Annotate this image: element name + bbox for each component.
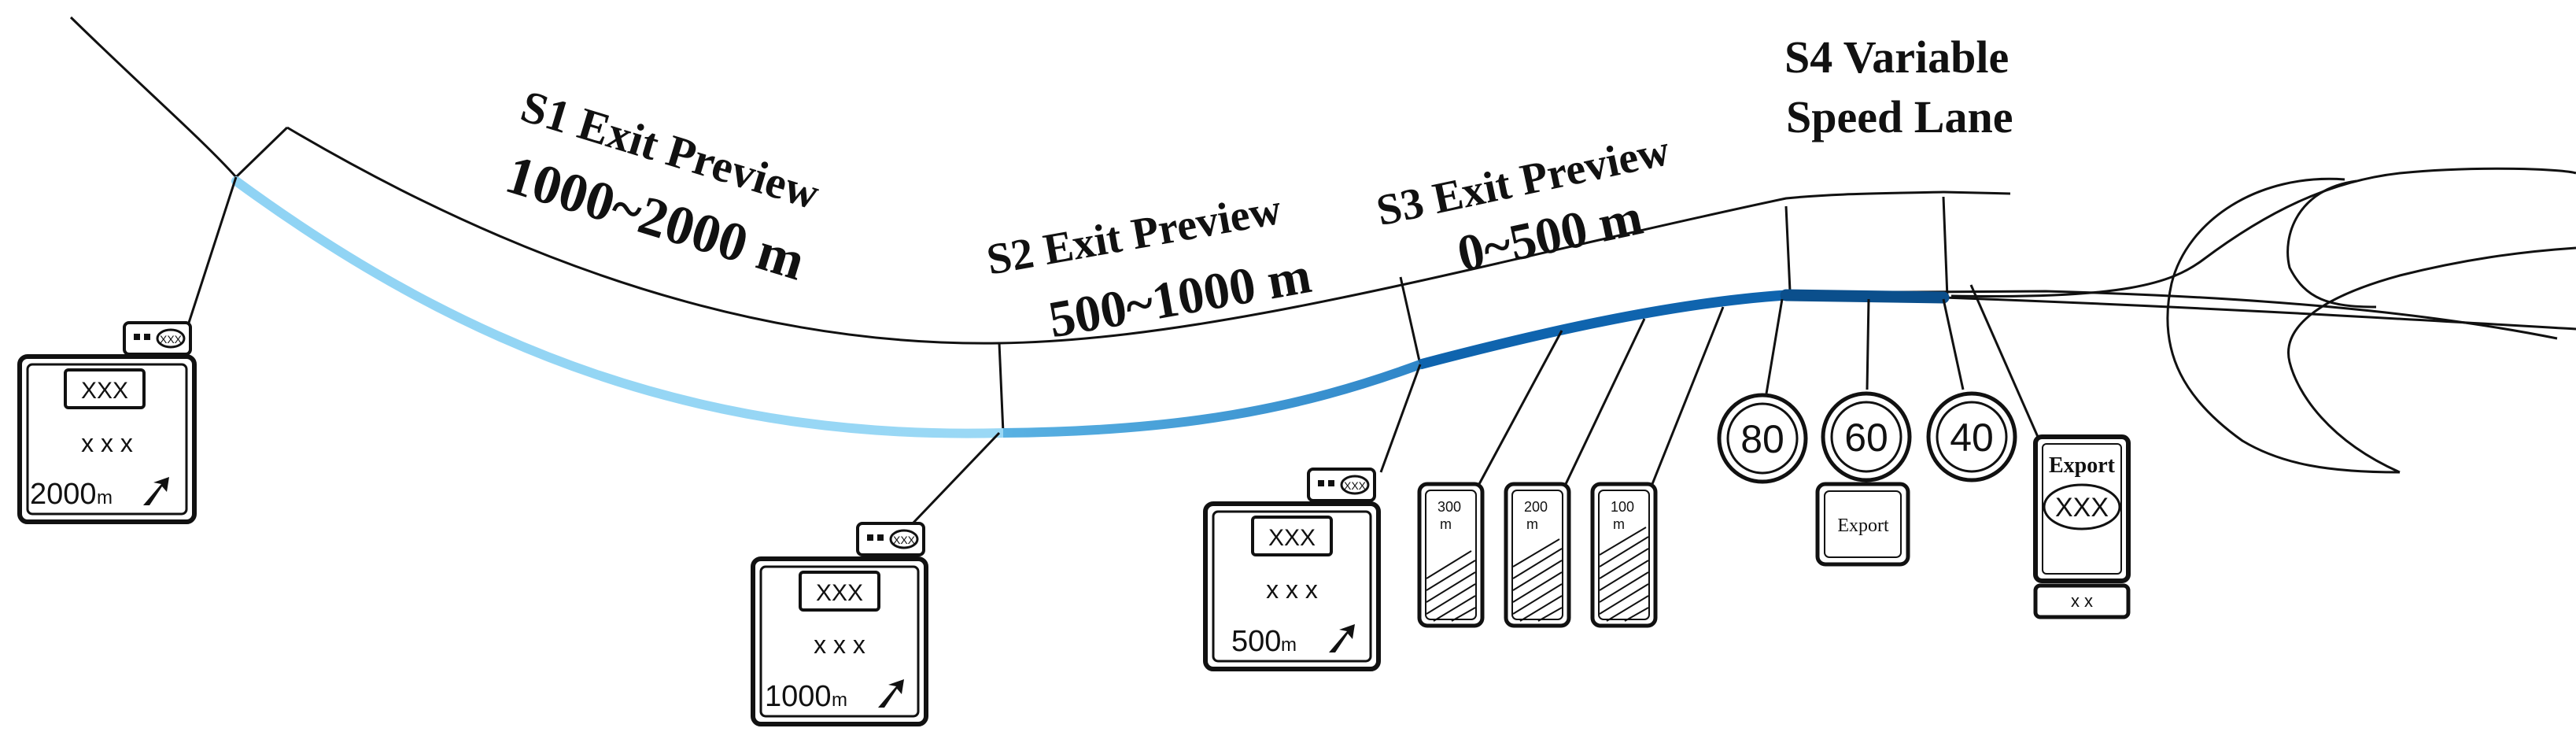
sign-3-destination: XXX (1268, 525, 1316, 551)
exit-sign-name: XXX (2055, 493, 2109, 523)
s4-name-line2: Speed Lane (1786, 91, 2013, 142)
guide-sign-500m: XXX XXX x x x 500 m (1203, 468, 1381, 671)
small-panel-1: XXX (123, 321, 192, 356)
countdown-300-unit: m (1440, 516, 1452, 532)
sign-2-unit: m (832, 689, 847, 711)
countdown-board-200m: 200 m (1504, 482, 1571, 628)
sign-3-distance: 500 (1231, 625, 1281, 658)
sign-1-arrow-icon (143, 477, 169, 505)
speed-limit-80-value: 80 (1740, 417, 1784, 461)
speed-limit-60-value: 60 (1844, 416, 1888, 460)
sign-1-marks: x x x (81, 429, 133, 457)
sign-1-distance: 2000 (30, 478, 97, 511)
guide-sign-1000m: XXX XXX x x x 1000 m (751, 522, 928, 726)
small-panel-1-text: XXX (160, 333, 183, 346)
speed-limit-40-value: 40 (1950, 416, 1994, 460)
small-panel-3-text: XXX (1344, 479, 1367, 492)
sign-1-destination: XXX (81, 378, 128, 404)
countdown-100-stripes (1599, 527, 1649, 622)
exit-sign-bottom: x x (2071, 591, 2093, 611)
sign-2-distance: 1000 (765, 680, 832, 713)
countdown-200-label: 200 (1524, 499, 1548, 515)
small-panel-3: XXX (1307, 468, 1376, 502)
countdown-300-stripes (1426, 550, 1476, 622)
countdown-100-label: 100 (1611, 499, 1634, 515)
countdown-300-label: 300 (1437, 499, 1461, 515)
leader-lines (187, 176, 2039, 525)
speed-limit-80: 80 (1717, 393, 1808, 484)
speed-limit-60: 60 (1821, 391, 1912, 482)
speed-limit-40: 40 (1926, 391, 2017, 482)
countdown-200-stripes (1512, 538, 1563, 622)
sign-3-unit: m (1281, 634, 1297, 656)
guide-sign-2000m: XXX XXX x x x 2000 m (17, 321, 197, 524)
sign-2-destination: XXX (816, 580, 863, 606)
small-panel-2-text: XXX (893, 534, 916, 546)
sign-3-marks: x x x (1266, 575, 1318, 604)
countdown-board-100m: 100 m (1590, 482, 1658, 628)
interchange-loop (1950, 167, 2576, 474)
deceleration-lane (231, 176, 1950, 438)
exit-sign: Export XXX x x (2033, 434, 2131, 619)
small-panel-2: XXX (856, 522, 925, 556)
countdown-board-300m: 300 m (1417, 482, 1485, 628)
section-labels: S1 Exit Preview 1000~2000 m S2 Exit Prev… (499, 31, 2013, 349)
export-plate: Export (1815, 482, 1910, 567)
countdown-200-unit: m (1526, 516, 1538, 532)
sign-3-arrow-icon (1329, 624, 1355, 652)
sign-1-unit: m (97, 487, 113, 508)
s4-name-line1: S4 Variable (1784, 31, 2009, 83)
export-plate-text: Export (1837, 516, 1889, 536)
section-dividers (234, 126, 1949, 434)
sign-2-arrow-icon (878, 679, 904, 708)
countdown-100-unit: m (1613, 516, 1625, 532)
exit-sign-top: Export (2049, 453, 2116, 478)
sign-2-marks: x x x (814, 630, 865, 659)
road-outline (69, 16, 2576, 345)
